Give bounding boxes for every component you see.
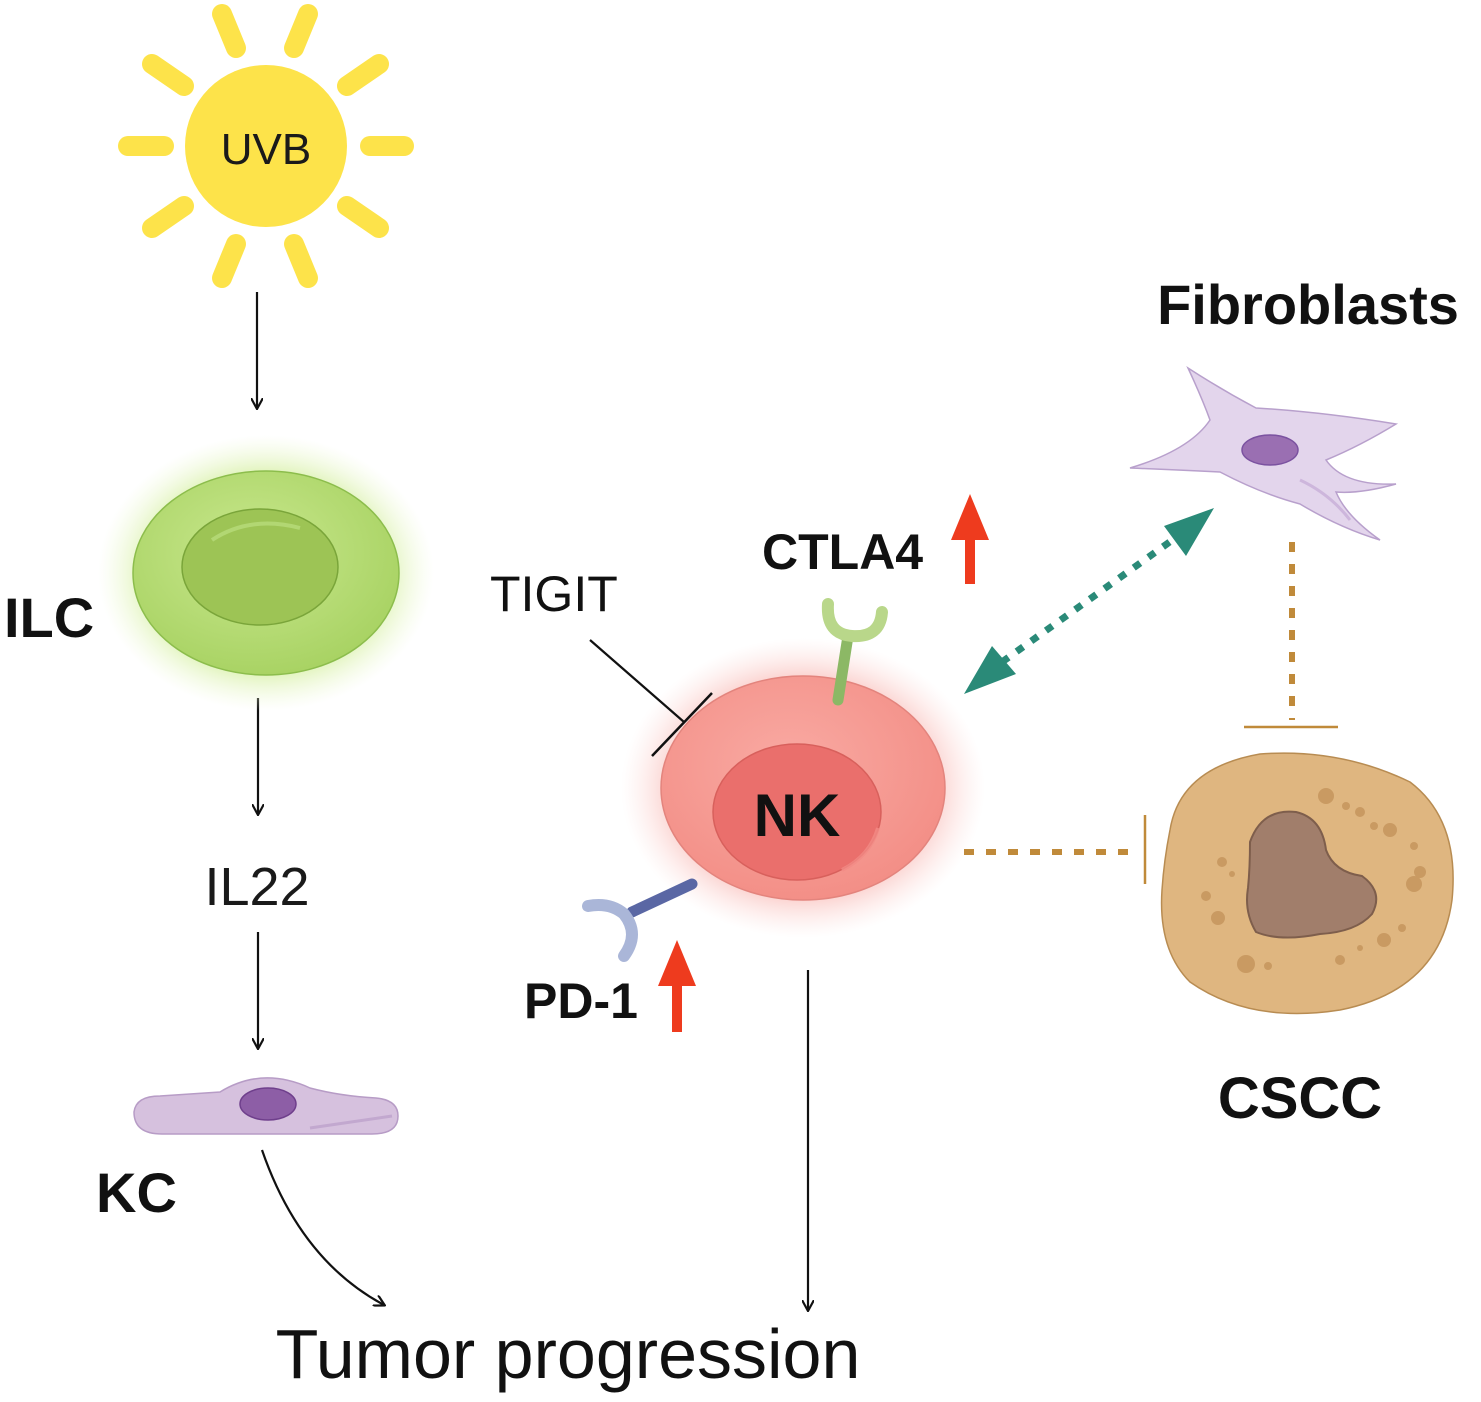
fibroblast-inhibits-cscc xyxy=(1244,542,1338,729)
il22-label: IL22 xyxy=(204,857,309,917)
kc-cell xyxy=(133,1077,399,1135)
tigit-inhibition-line xyxy=(589,639,713,757)
pd1-receptor-icon xyxy=(582,878,698,962)
tumor-progression-label: Tumor progression xyxy=(276,1315,861,1393)
ctla4-up-arrow-icon xyxy=(951,494,989,584)
fibroblasts-label: Fibroblasts xyxy=(1157,273,1459,336)
cscc-label: CSCC xyxy=(1218,1066,1382,1131)
tigit-label: TIGIT xyxy=(490,566,618,622)
ilc-cell xyxy=(98,435,434,711)
uvb-label: UVB xyxy=(221,125,311,174)
fibroblast-nk-interaction-arrow xyxy=(964,508,1214,694)
ilc-label: ILC xyxy=(4,586,94,649)
nk-label: NK xyxy=(754,782,841,849)
pd1-label: PD-1 xyxy=(524,973,638,1029)
pd1-up-arrow-icon xyxy=(658,940,696,1032)
cscc-cell xyxy=(1160,752,1454,1015)
sun-icon xyxy=(118,4,414,288)
ctla4-receptor-icon xyxy=(821,598,888,706)
nk-cell xyxy=(621,638,985,938)
nk-inhibits-cscc xyxy=(964,815,1147,884)
arrow-kc-to-tumor xyxy=(260,1149,384,1305)
ctla4-label: CTLA4 xyxy=(762,524,923,580)
kc-label: KC xyxy=(96,1161,177,1224)
fibroblast-cell xyxy=(1129,365,1399,541)
